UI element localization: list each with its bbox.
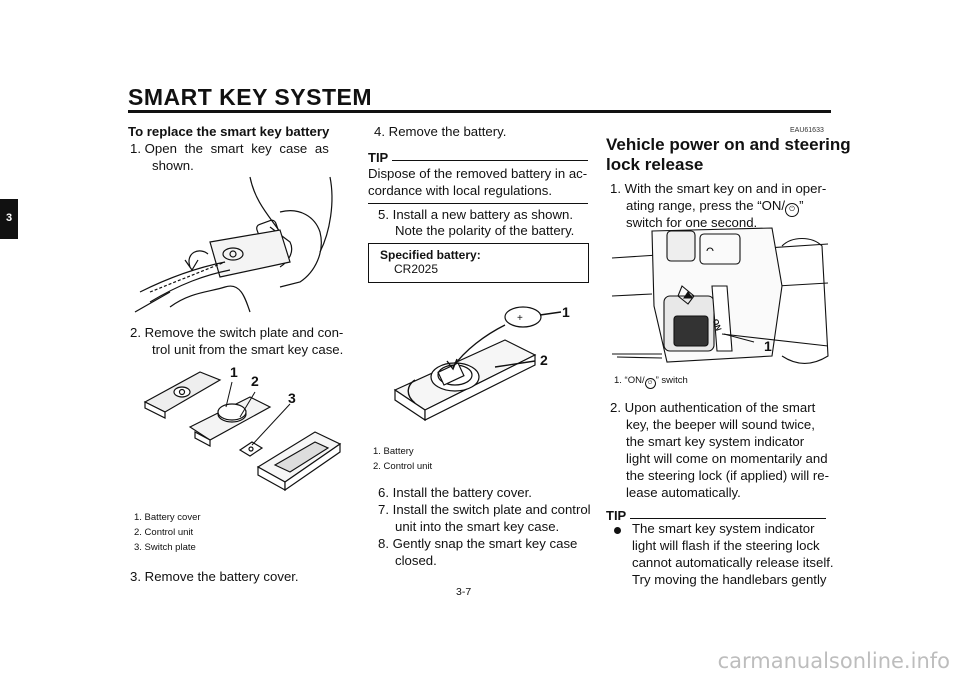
tip-label-2: TIP bbox=[606, 508, 627, 523]
section-title-cont: lock release bbox=[606, 155, 704, 174]
callout-battery: 1 bbox=[562, 304, 570, 320]
page-title: SMART KEY SYSTEM bbox=[128, 84, 372, 110]
svg-text:ON: ON bbox=[711, 318, 724, 333]
step-text: Install the switch plate and control bbox=[392, 502, 591, 517]
figure-open-key-case bbox=[134, 176, 333, 313]
step-text: Upon authentication of the smart bbox=[624, 400, 816, 415]
step-number: 2. bbox=[130, 325, 141, 340]
step-number: 3. bbox=[130, 569, 141, 584]
bullet-icon bbox=[614, 527, 621, 534]
step-2-line-e: the steering lock (if applied) will re- bbox=[626, 468, 830, 483]
step-2-line-d: light will come on momentarily and bbox=[626, 451, 828, 466]
bullet-line-c: cannot automatically release itself. bbox=[632, 555, 834, 570]
step-text-post: ” bbox=[799, 198, 804, 213]
step-4: 4. Remove the battery. bbox=[374, 123, 506, 140]
step-3: 3. Remove the battery cover. bbox=[130, 568, 299, 585]
section-title: Vehicle power on and steering bbox=[606, 135, 851, 154]
callout-1: 1 bbox=[230, 364, 238, 380]
step-1-power-cont: ating range, press the “ON/⏻” bbox=[626, 197, 803, 217]
page-number: 3-7 bbox=[456, 586, 472, 598]
step-7-cont: unit into the smart key case. bbox=[395, 519, 560, 534]
tip-text: Dispose of the removed battery in ac- bbox=[368, 166, 588, 181]
step-2-cont: trol unit from the smart key case. bbox=[152, 342, 344, 357]
bullet-line-a: The smart key system indicator bbox=[632, 521, 815, 536]
callout-2: 2 bbox=[251, 373, 259, 389]
figure-battery-install: + bbox=[393, 306, 562, 422]
caption-on-switch: 1. “ON/⏻” switch bbox=[614, 373, 688, 389]
step-1: 1. Open the smart key case as bbox=[130, 140, 329, 157]
step-6: 6. Install the battery cover. bbox=[378, 484, 532, 501]
header-rule bbox=[128, 110, 831, 113]
step-5-cont: Note the polarity of the battery. bbox=[395, 223, 575, 238]
step-text: Install the battery cover. bbox=[392, 485, 532, 500]
section-heading-replace-battery: To replace the smart key battery bbox=[128, 124, 330, 139]
step-2-line-c: the smart key system indicator bbox=[626, 434, 805, 449]
step-text: Remove the switch plate and con- bbox=[144, 325, 344, 340]
svg-text:+: + bbox=[517, 313, 523, 324]
step-number: 8. bbox=[378, 536, 389, 551]
step-text: Open the smart key case as bbox=[144, 141, 329, 156]
power-symbol-icon: ⏻ bbox=[785, 203, 800, 217]
step-text: Install a new battery as shown. bbox=[392, 207, 573, 222]
caption-battery: 1. Battery bbox=[373, 446, 414, 457]
tip-rule-2 bbox=[630, 518, 826, 519]
section-code: EAU61633 bbox=[790, 127, 824, 134]
caption-battery-cover: 1. Battery cover bbox=[134, 512, 201, 523]
step-5: 5. Install a new battery as shown. bbox=[378, 206, 573, 223]
step-2-line-b: key, the beeper will sound twice, bbox=[626, 417, 815, 432]
step-7: 7. Install the switch plate and control bbox=[378, 501, 591, 518]
step-text: Remove the battery cover. bbox=[144, 569, 299, 584]
figure-exploded-key bbox=[143, 371, 342, 492]
spec-value: CR2025 bbox=[394, 262, 439, 276]
step-text-pre: ating range, press the “ON/ bbox=[626, 198, 786, 213]
power-symbol-icon: ⏻ bbox=[644, 378, 656, 389]
step-2-line-f: lease automatically. bbox=[626, 485, 741, 500]
spec-box: Specified battery: CR2025 bbox=[368, 243, 589, 283]
step-text: Gently snap the smart key case bbox=[392, 536, 578, 551]
step-number: 6. bbox=[378, 485, 389, 500]
step-number: 2. bbox=[610, 400, 621, 415]
step-number: 1. bbox=[130, 141, 141, 156]
callout-3: 3 bbox=[288, 390, 296, 406]
callout-on-switch: 1 bbox=[764, 338, 772, 354]
caption-control-unit-2: 2. Control unit bbox=[373, 461, 433, 472]
spec-label: Specified battery: bbox=[380, 248, 481, 262]
step-2-power: 2. Upon authentication of the smart bbox=[610, 399, 815, 416]
tip-rule-bottom bbox=[368, 203, 588, 204]
tip-text-cont: cordance with local regulations. bbox=[368, 183, 552, 198]
step-text: Remove the battery. bbox=[388, 124, 507, 139]
step-1-cont: shown. bbox=[152, 158, 194, 173]
step-8: 8. Gently snap the smart key case bbox=[378, 535, 577, 552]
caption-post: ” switch bbox=[655, 375, 688, 386]
caption-switch-plate: 3. Switch plate bbox=[134, 542, 196, 553]
chapter-number: 3 bbox=[5, 212, 13, 224]
step-text: With the smart key on and in oper- bbox=[624, 181, 827, 196]
watermark: carmanualsonline.info bbox=[717, 649, 950, 673]
step-2: 2. Remove the switch plate and con- bbox=[130, 324, 343, 341]
tip-rule-top bbox=[392, 160, 588, 161]
step-8-cont: closed. bbox=[395, 553, 437, 568]
step-1-power-cont2: switch for one second. bbox=[626, 215, 758, 230]
step-number: 5. bbox=[378, 207, 389, 222]
caption-pre: 1. “ON/ bbox=[614, 375, 645, 386]
figure-handlebar-switch: ON bbox=[611, 227, 829, 365]
chapter-tab-marker bbox=[0, 199, 18, 239]
step-number: 7. bbox=[378, 502, 389, 517]
step-number: 4. bbox=[374, 124, 385, 139]
step-1-power: 1. With the smart key on and in oper- bbox=[610, 180, 826, 197]
tip-label: TIP bbox=[368, 150, 389, 165]
bullet-line-b: light will flash if the steering lock bbox=[632, 538, 820, 553]
bullet-line-d: Try moving the handlebars gently bbox=[632, 572, 827, 587]
callout-control-unit: 2 bbox=[540, 352, 548, 368]
caption-control-unit: 2. Control unit bbox=[134, 527, 194, 538]
step-number: 1. bbox=[610, 181, 621, 196]
